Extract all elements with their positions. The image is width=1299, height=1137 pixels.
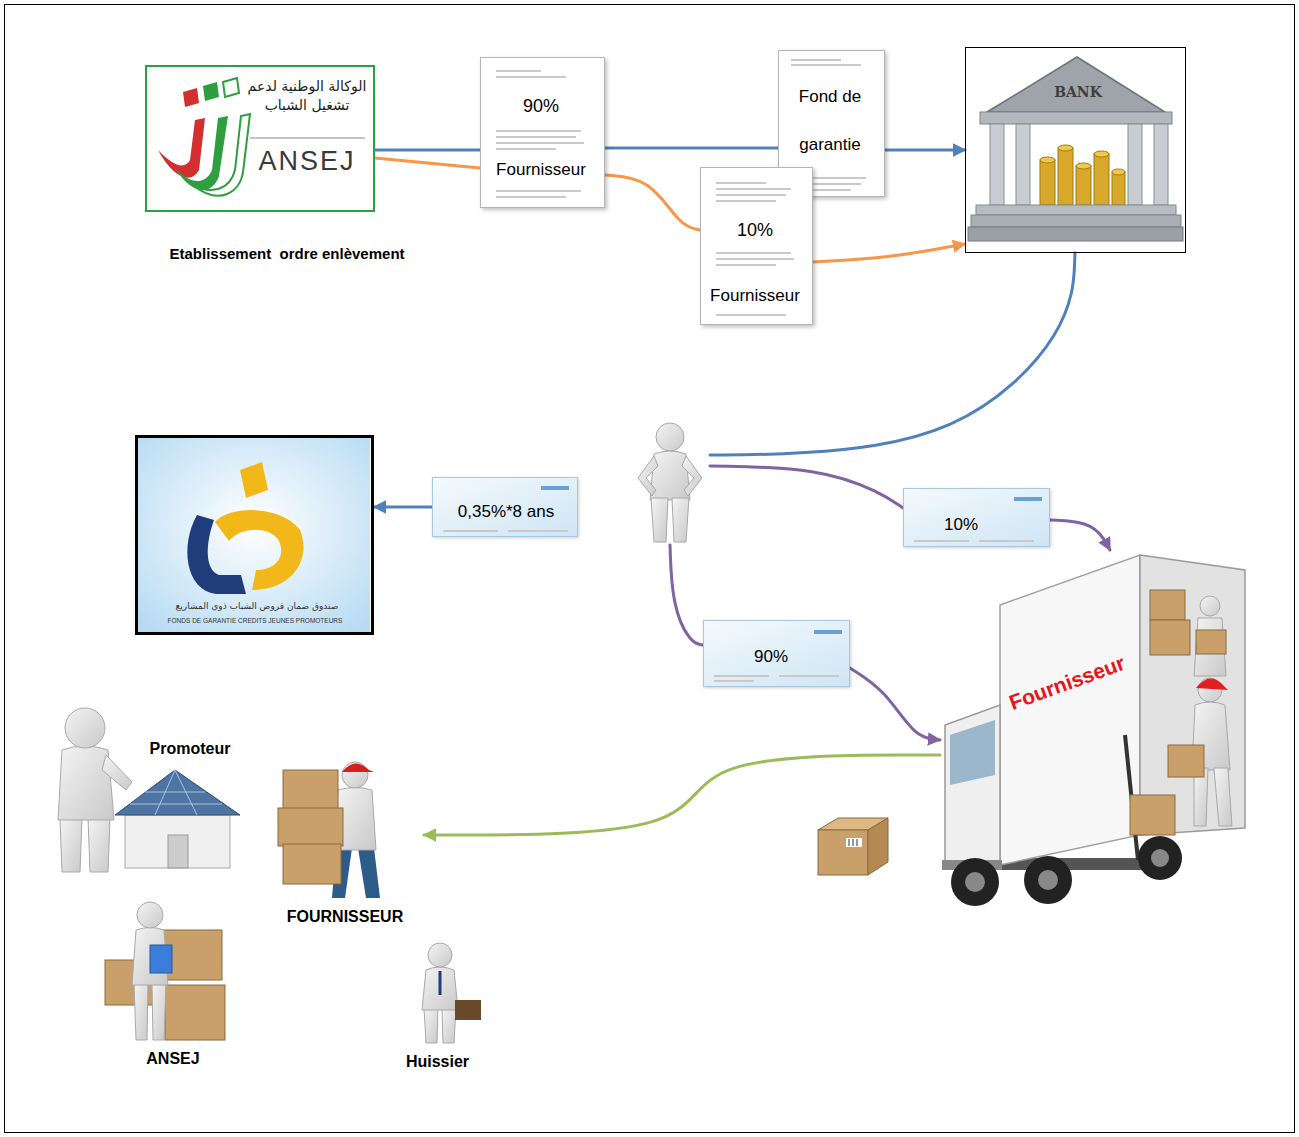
ansej-emblem	[158, 78, 365, 196]
connector	[605, 175, 700, 230]
page-frame	[5, 5, 1295, 1133]
percent-value: 10%	[701, 220, 809, 242]
logo-text: FONDS DE GARANTIE CREDITS JEUNES PROMOTE…	[140, 617, 370, 625]
cheque: 0,35%*8 ans	[432, 477, 578, 537]
figure-caption: Huissier	[380, 1052, 495, 1071]
connector	[375, 158, 480, 168]
bailiff-figure	[422, 943, 481, 1043]
guarantee-fund-logo-box: صندوق ضمان قروض الشباب ذوي المشاريع FONDS…	[135, 435, 374, 635]
document-title: Fond de garantie	[779, 73, 881, 169]
bank-building	[968, 57, 1183, 241]
ansej-logo-box: الوكالة الوطنية لدعم تشغيل الشبابANSEJEt…	[145, 65, 375, 212]
promoter-person	[630, 420, 710, 545]
document-sheet: 90% Fournisseur	[480, 57, 605, 208]
figure-caption: FOURNISSEUR	[270, 907, 420, 926]
cheque-amount: 10%	[921, 515, 1001, 535]
bank-sign: BANK	[1048, 84, 1108, 101]
cardboard-box	[818, 818, 888, 875]
figure-caption: Promoteur	[128, 739, 252, 758]
box-caption: Etablissement ordre enlèvement	[122, 245, 452, 263]
promoter-figure	[58, 708, 240, 872]
truck-lettering: Fournisseur	[1002, 649, 1133, 717]
connector	[1050, 520, 1110, 550]
connector	[710, 466, 903, 508]
cheque-amount: 90%	[731, 647, 811, 667]
connector	[670, 545, 703, 645]
document-sheet: 10% Fournisseur	[700, 167, 813, 325]
connector	[605, 147, 778, 150]
percent-value: 90%	[481, 96, 601, 118]
connector	[375, 149, 480, 152]
logo-text: الوكالة الوطنية لدعم تشغيل الشباب	[247, 77, 367, 115]
cheque-amount: 0,35%*8 ans	[443, 502, 569, 522]
figure-caption: ANSEJ	[128, 1049, 218, 1068]
supplier-truck: Fournisseur	[940, 550, 1250, 915]
supplier-figure	[278, 762, 380, 898]
connector	[374, 506, 432, 509]
connector	[813, 244, 965, 262]
connector	[850, 668, 940, 740]
fgar-logo	[138, 438, 370, 632]
person-figure	[638, 423, 702, 542]
logo-text: صندوق ضمان قروض الشباب ذوي المشاريع	[146, 601, 368, 612]
payee-text: Fournisseur	[701, 286, 809, 306]
connector	[424, 755, 940, 835]
payee-text: Fournisseur	[481, 160, 601, 180]
cheque: 10%	[903, 488, 1050, 547]
supplier-delivery: FOURNISSEUR	[270, 755, 424, 930]
logo-acronym: ANSEJ	[247, 145, 367, 177]
connector	[885, 149, 965, 152]
agent-figure	[105, 902, 225, 1040]
cheque: 90%	[703, 620, 850, 687]
bank-box: BANK	[965, 47, 1186, 253]
delivery-truck	[942, 555, 1245, 906]
